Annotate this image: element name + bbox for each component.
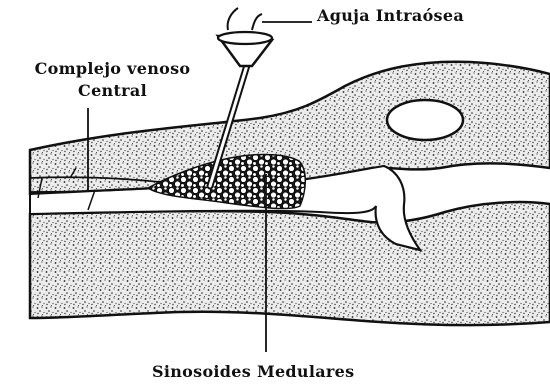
venous-label-line-1: Complejo venoso [10,58,215,80]
venous-complex-label: Complejo venoso Central [10,58,215,102]
needle-label: Aguja Intraósea [317,6,464,25]
lower-cortex [30,202,550,325]
vascular-canal [387,100,463,140]
sinusoids-label: Sinosoides Medulares [152,362,354,381]
venous-label-line-2: Central [10,80,215,102]
